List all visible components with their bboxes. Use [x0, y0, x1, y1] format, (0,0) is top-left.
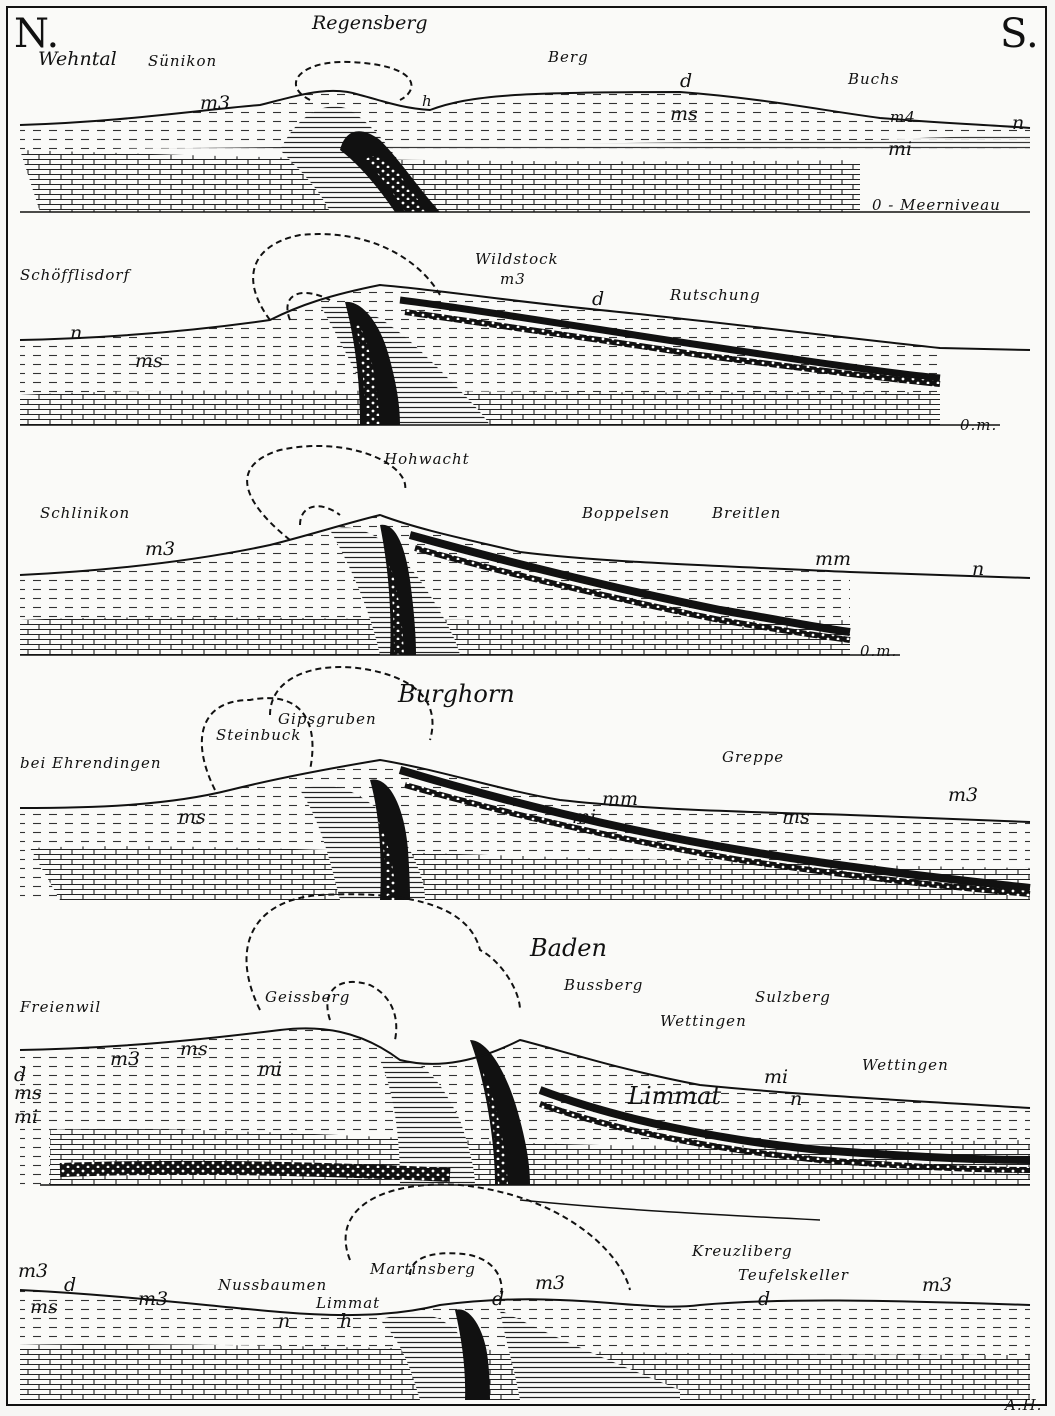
- label-h: h: [422, 94, 433, 109]
- label-ms-right: ms: [782, 808, 810, 827]
- label-geissberg: Geissberg: [265, 990, 350, 1005]
- label-m3: m3: [500, 272, 526, 287]
- label-mi: mi: [572, 808, 596, 827]
- label-mi: mi: [888, 140, 912, 159]
- label-d: d: [680, 72, 692, 91]
- label-n: n: [70, 324, 82, 343]
- label-baden: Baden: [530, 936, 607, 960]
- label-martinsberg: Martinsberg: [370, 1262, 476, 1277]
- label-rutschung: Rutschung: [670, 288, 761, 303]
- label-mi-center: mi: [258, 1060, 282, 1079]
- label-d: d: [592, 290, 604, 309]
- label-breitlen: Breitlen: [712, 506, 781, 521]
- label-m3: m3: [948, 786, 978, 805]
- label-ms: ms: [135, 352, 163, 371]
- label-freienwil: Freienwil: [20, 1000, 101, 1015]
- label-bei-ehrendingen: bei Ehrendingen: [20, 756, 162, 771]
- label-m3-second: m3: [138, 1290, 168, 1309]
- section-6: [20, 1184, 1030, 1400]
- label-boppelsen: Boppelsen: [582, 506, 670, 521]
- label-limmat: Limmat: [628, 1084, 721, 1108]
- label-m3-right: m3: [922, 1276, 952, 1295]
- label-bussberg: Bussberg: [564, 978, 643, 993]
- label-limmat: Limmat: [316, 1296, 380, 1311]
- label-om: 0.m.: [960, 418, 997, 433]
- label-n: n: [278, 1312, 290, 1331]
- label-om: 0.m.: [860, 644, 897, 659]
- label-burghorn: Burghorn: [398, 682, 515, 706]
- label-mi: mi: [14, 1108, 38, 1127]
- label-wehntal: Wehntal: [38, 50, 117, 69]
- label-n: n: [1012, 114, 1024, 133]
- label-d-center: d: [492, 1290, 504, 1309]
- label-nussbaumen: Nussbaumen: [218, 1278, 327, 1293]
- label-n: n: [790, 1090, 802, 1109]
- label-berg: Berg: [548, 50, 589, 65]
- label-ms: ms: [14, 1084, 42, 1103]
- label-regensberg: Regensberg: [312, 14, 428, 33]
- label-m3: m3: [145, 540, 175, 559]
- label-hohwacht: Hohwacht: [384, 452, 470, 467]
- label-wildstock: Wildstock: [475, 252, 559, 267]
- label-sunikon: Sünikon: [148, 54, 217, 69]
- label-ms-left: ms: [30, 1298, 58, 1317]
- label-m3: m3: [110, 1050, 140, 1069]
- label-mm: mm: [815, 550, 851, 569]
- label-ms: ms: [670, 105, 698, 124]
- south-label: S.: [1000, 14, 1039, 54]
- label-schlinikon: Schlinikon: [40, 506, 130, 521]
- label-h: h: [340, 1312, 352, 1331]
- label-steinbuck: Steinbuck: [216, 728, 301, 743]
- label-m3-center: m3: [535, 1274, 565, 1293]
- label-sulzberg: Sulzberg: [755, 990, 831, 1005]
- label-d-right: d: [758, 1290, 770, 1309]
- label-teufelskeller: Teufelskeller: [738, 1268, 849, 1283]
- label-m3-left: m3: [18, 1262, 48, 1281]
- label-kreuzliberg: Kreuzliberg: [692, 1244, 793, 1259]
- label-schofflisdorf: Schöfflisdorf: [20, 268, 130, 283]
- label-mi-right: mi: [764, 1068, 788, 1087]
- label-m3: m3: [200, 94, 230, 113]
- label-ms-top: ms: [180, 1040, 208, 1059]
- label-ms-left: ms: [178, 808, 206, 827]
- label-wettingen-1: Wettingen: [660, 1014, 747, 1029]
- label-gipsgruben: Gipsgruben: [278, 712, 377, 727]
- label-wettingen-2: Wettingen: [862, 1058, 949, 1073]
- label-n: n: [972, 560, 984, 579]
- label-meerniveau: 0 - Meerniveau: [872, 198, 1001, 213]
- author-initials: A.H.: [1005, 1398, 1042, 1413]
- label-mm: mm: [602, 790, 638, 809]
- label-buchs: Buchs: [848, 72, 899, 87]
- section-4: [20, 667, 1030, 900]
- label-d-left: d: [64, 1276, 76, 1295]
- label-greppe: Greppe: [722, 750, 784, 765]
- label-m4: m4: [890, 110, 916, 125]
